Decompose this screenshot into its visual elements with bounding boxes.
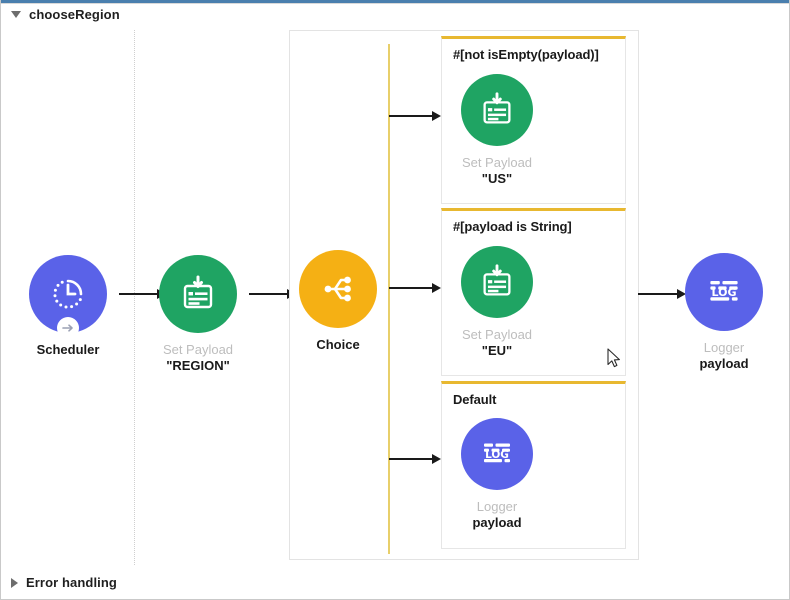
branch-condition-2: #[payload is String] [453, 219, 572, 234]
section-title-error: Error handling [26, 575, 117, 590]
section-header-flow[interactable]: chooseRegion [11, 7, 120, 22]
logger-log-icon: LOG [484, 443, 510, 463]
section-title-flow: chooseRegion [29, 7, 120, 22]
set-payload-icon [483, 264, 511, 296]
node-logger-default-value: payload [472, 515, 522, 531]
node-logger-end-value: payload [699, 356, 749, 372]
branch-condition-1: #[not isEmpty(payload)] [453, 47, 599, 62]
node-set-payload-us-type: Set Payload [461, 155, 533, 170]
logger-default-bubble[interactable]: LOG [461, 418, 533, 490]
node-logger-end[interactable]: LOG Logger payload [664, 253, 784, 373]
section-header-error[interactable]: Error handling [11, 575, 117, 590]
svg-text:LOG: LOG [712, 286, 737, 299]
source-divider [134, 30, 135, 565]
set-payload-region-bubble[interactable] [159, 255, 237, 333]
choice-spine [388, 44, 390, 554]
svg-text:LOG: LOG [485, 449, 509, 461]
window-top-divider [1, 3, 789, 4]
scheduler-trigger-badge [57, 317, 79, 339]
node-set-payload-us-value: "US" [481, 171, 513, 187]
node-choice[interactable]: Choice [278, 250, 398, 353]
node-set-payload-eu-value: "EU" [481, 343, 513, 359]
node-logger-default-type: Logger [476, 499, 518, 514]
node-logger-default[interactable]: LOG Logger payload [437, 418, 557, 532]
scheduler-bubble[interactable] [29, 255, 107, 339]
node-logger-end-type: Logger [703, 340, 745, 355]
chevron-down-icon[interactable] [11, 11, 21, 18]
choice-bubble[interactable] [299, 250, 377, 328]
window-accent-bar [1, 0, 789, 3]
set-payload-us-bubble[interactable] [461, 74, 533, 146]
connector-choice-branch-3 [389, 453, 441, 465]
connector-choice-to-logger [638, 288, 686, 300]
set-payload-icon [483, 92, 511, 124]
node-set-payload-region-type: Set Payload [162, 342, 234, 357]
connector-choice-branch-2 [389, 282, 441, 294]
node-set-payload-region-value: "REGION" [166, 358, 230, 374]
node-set-payload-us[interactable]: Set Payload "US" [437, 74, 557, 188]
branch-condition-3: Default [453, 392, 497, 407]
node-choice-label: Choice [316, 337, 360, 352]
set-payload-eu-bubble[interactable] [461, 246, 533, 318]
node-set-payload-eu-type: Set Payload [461, 327, 533, 342]
scheduler-clock-icon [53, 279, 83, 309]
node-scheduler[interactable]: Scheduler [8, 255, 128, 358]
connector-choice-branch-1 [389, 110, 441, 122]
node-set-payload-region[interactable]: Set Payload "REGION" [138, 255, 258, 375]
node-set-payload-eu[interactable]: Set Payload "EU" [437, 246, 557, 360]
chevron-right-icon[interactable] [11, 577, 18, 588]
node-scheduler-label: Scheduler [36, 342, 100, 357]
arrow-right-icon [62, 324, 73, 332]
choice-branch-icon [324, 276, 351, 302]
logger-end-bubble[interactable]: LOG [685, 253, 763, 331]
set-payload-icon [183, 275, 213, 309]
mouse-cursor [607, 348, 623, 370]
logger-log-icon: LOG [710, 281, 738, 301]
